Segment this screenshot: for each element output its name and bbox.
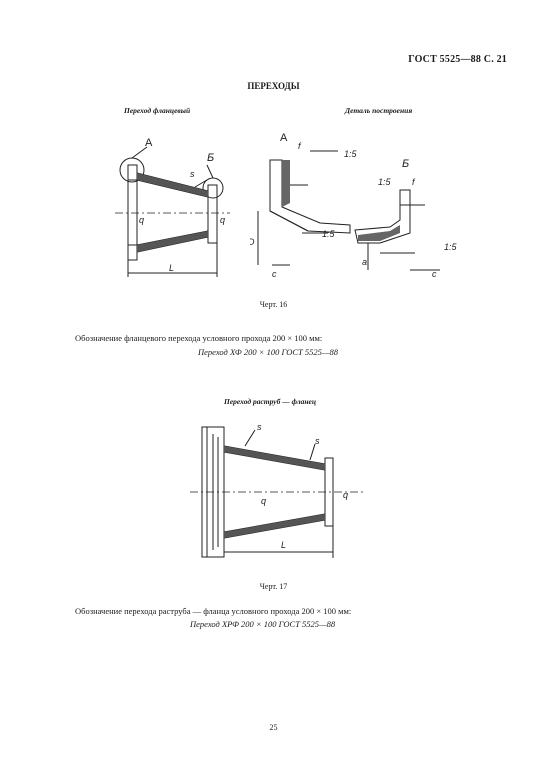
detail-label-f-d: f	[412, 177, 416, 187]
paragraph-1-example: Переход ХФ 200 × 100 ГОСТ 5525—88	[198, 347, 338, 357]
page-number: 25	[269, 723, 278, 732]
fig17-label-s-right: s	[315, 436, 320, 446]
paragraph-2: Обозначение перехода раструба — фланца у…	[75, 606, 352, 616]
fig17-label-s-left: s	[257, 422, 262, 432]
doc-header: ГОСТ 5525—88 С. 21	[408, 54, 507, 65]
fig16-reducer-drawing: A Б s q q L	[115, 137, 230, 277]
detail-label-fd: f	[298, 141, 302, 151]
paragraph-2-example: Переход ХРФ 200 × 100 ГОСТ 5525—88	[190, 619, 336, 629]
fig17-label-l: L	[281, 540, 286, 550]
detail-label-c-right: c	[432, 269, 437, 279]
detail-slope-1: 1:5	[344, 149, 358, 159]
detail-label-a: A	[280, 132, 288, 144]
detail-label-b: Б	[402, 158, 409, 170]
detail-label-c-left: c	[272, 269, 277, 279]
fig16-left-title: Переход фланцевый	[124, 106, 191, 115]
detail-label-a-small: a	[362, 257, 367, 267]
paragraph-1: Обозначение фланцевого перехода условног…	[75, 333, 323, 343]
fig17-caption: Черт. 17	[259, 582, 288, 591]
fig16-label-a: A	[145, 137, 153, 149]
fig16-label-qd-right: q	[220, 215, 225, 225]
detail-slope-3: 1:5	[322, 229, 336, 239]
fig17-title: Переход раструб — фланец	[224, 397, 317, 406]
fig16-label-l: L	[169, 263, 174, 273]
fig17-label-qd-right: q	[343, 490, 348, 500]
fig17-drawing: s s q q L	[190, 422, 365, 558]
fig16-detail-drawing: A Б f 1:5 1:5 f 1:5 1:5 D c a c	[250, 132, 458, 279]
fig16-label-b: Б	[207, 152, 214, 164]
fig16-right-title: Деталь построения	[345, 106, 413, 115]
fig16-caption: Черт. 16	[259, 300, 288, 309]
fig16-label-s: s	[190, 169, 195, 179]
fig16-label-qd-left: q	[139, 215, 144, 225]
detail-label-d: D	[250, 237, 255, 247]
fig17-label-qd-left: q	[261, 496, 266, 506]
detail-slope-4: 1:5	[444, 242, 458, 252]
detail-slope-2: 1:5	[378, 177, 392, 187]
section-title: ПЕРЕХОДЫ	[247, 81, 300, 91]
